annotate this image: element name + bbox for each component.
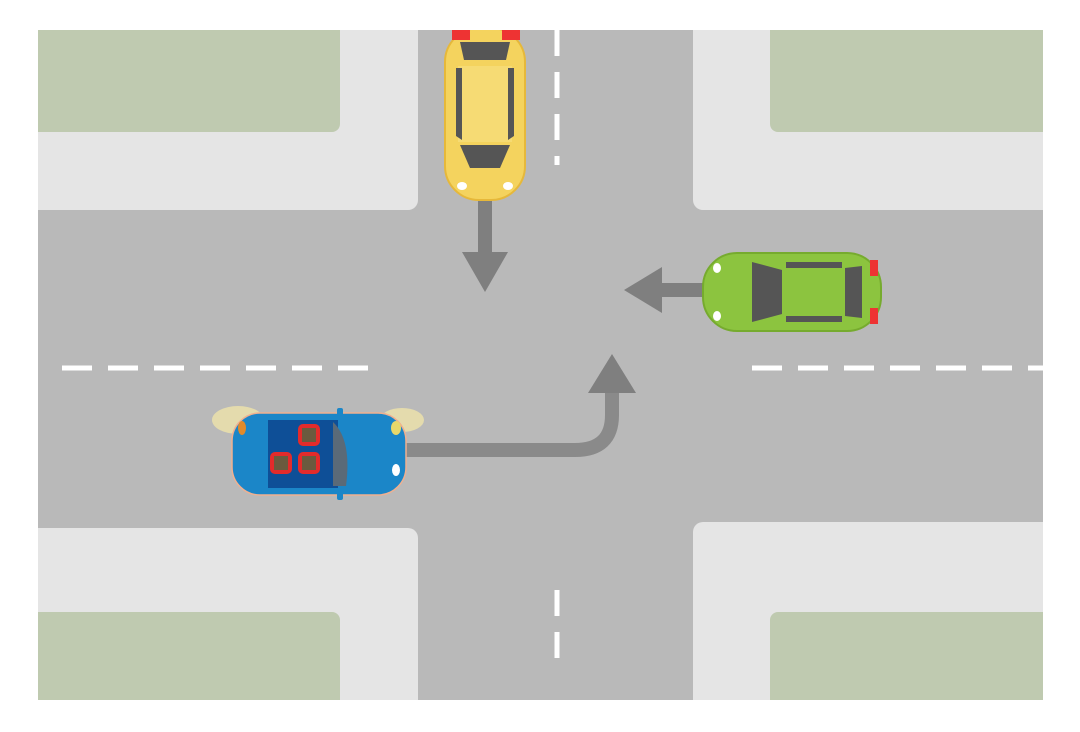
arrow-down-icon (462, 198, 508, 292)
corner-top-left (38, 30, 418, 210)
corner-bottom-right (693, 522, 1043, 700)
blue-car (212, 406, 424, 500)
lane-markings (62, 30, 1043, 672)
arrow-turn-left-icon (405, 354, 636, 457)
yellow-car (444, 30, 526, 201)
corner-top-right (693, 30, 1043, 210)
arrow-left-icon (624, 267, 706, 313)
corner-bottom-left (38, 528, 418, 700)
green-car (702, 252, 882, 332)
